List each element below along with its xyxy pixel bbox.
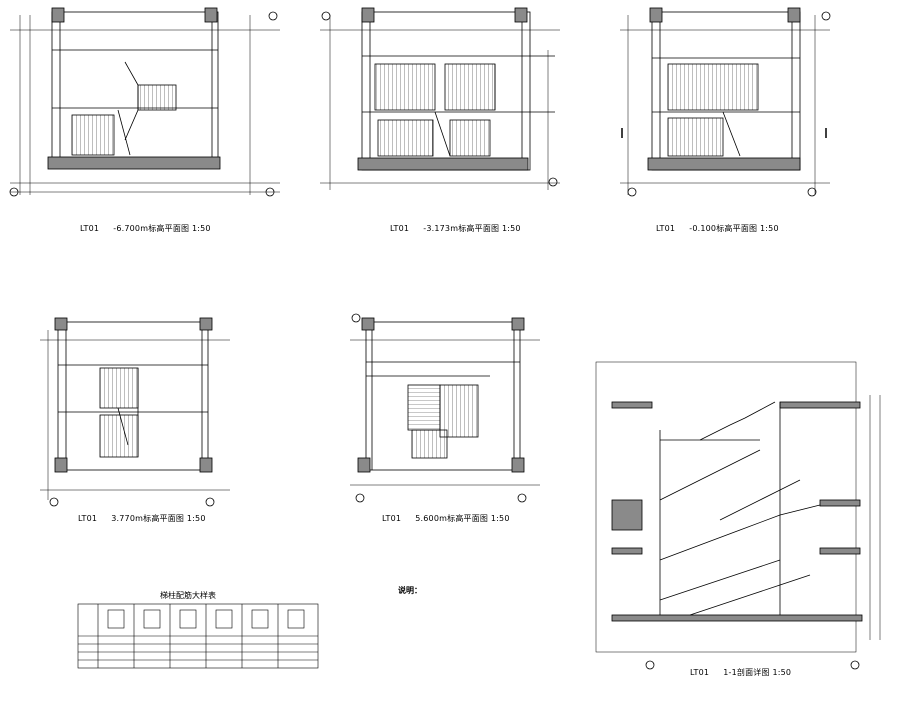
caption-plan-3770: LT01 3.770m标高平面图 1:50 [78, 513, 206, 524]
drawing-title: -6.700m标高平面图 1:50 [113, 224, 211, 233]
caption-plan-minus-3173: LT01 -3.173m标高平面图 1:50 [390, 223, 521, 234]
drawing-title: 1-1剖面详图 1:50 [723, 668, 792, 677]
drawing-title: 5.600m标高平面图 1:50 [415, 514, 510, 523]
plan-3770 [40, 317, 230, 507]
drawing-title: 3.770m标高平面图 1:50 [111, 514, 206, 523]
drawing-code: LT01 [690, 668, 710, 677]
drawing-code: LT01 [390, 224, 410, 233]
drawing-code: LT01 [78, 514, 98, 523]
section-1-1 [595, 361, 881, 670]
plan-5600 [350, 313, 540, 503]
plan-minus-3173 [320, 7, 560, 190]
caption-plan-minus-0100: LT01 -0.100标高平面图 1:50 [656, 223, 779, 234]
drawing-code: LT01 [382, 514, 402, 523]
drawing-title: -0.100标高平面图 1:50 [689, 224, 779, 233]
column-table-title: 梯柱配筋大样表 [160, 591, 216, 600]
drawing-code: LT01 [80, 224, 100, 233]
column-reinforcement-table [77, 603, 319, 669]
caption-plan-5600: LT01 5.600m标高平面图 1:50 [382, 513, 510, 524]
caption-plan-minus-6700: LT01 -6.700m标高平面图 1:50 [80, 223, 211, 234]
drawing-title: -3.173m标高平面图 1:50 [423, 224, 521, 233]
notes-title: 说明： [398, 586, 422, 595]
caption-section-1-1: LT01 1-1剖面详图 1:50 [690, 667, 791, 678]
drawing-code: LT01 [656, 224, 676, 233]
plan-minus-6700 [9, 7, 280, 197]
plan-minus-0100 [620, 7, 831, 197]
